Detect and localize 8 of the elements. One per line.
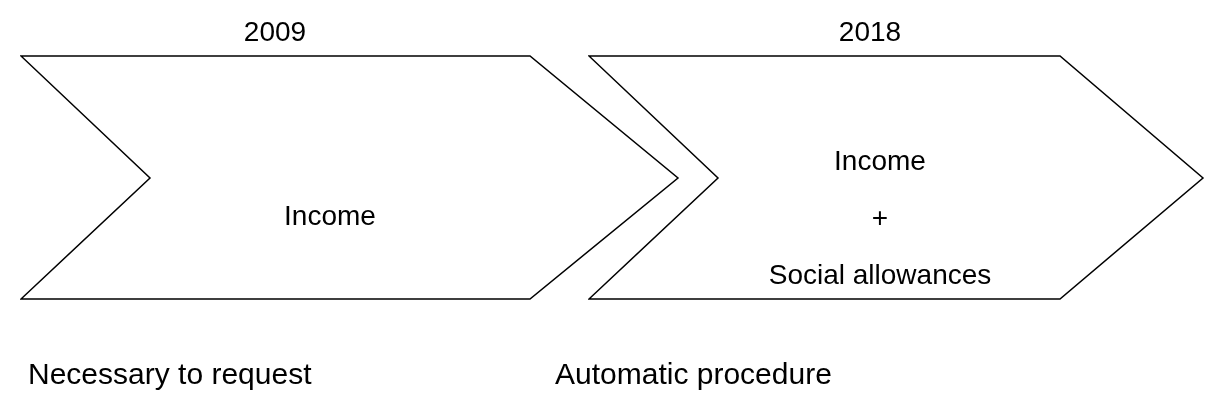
- chevron-text: +: [871, 202, 889, 234]
- caption-text: Necessary to request: [28, 356, 312, 392]
- chevron-text: Income: [834, 145, 926, 177]
- chevron-text: Income: [284, 200, 376, 232]
- chevron-text: Social allowances: [768, 259, 992, 291]
- caption-text: Automatic procedure: [555, 356, 832, 392]
- year-label: 2018: [838, 16, 902, 48]
- year-label: 2009: [243, 16, 307, 48]
